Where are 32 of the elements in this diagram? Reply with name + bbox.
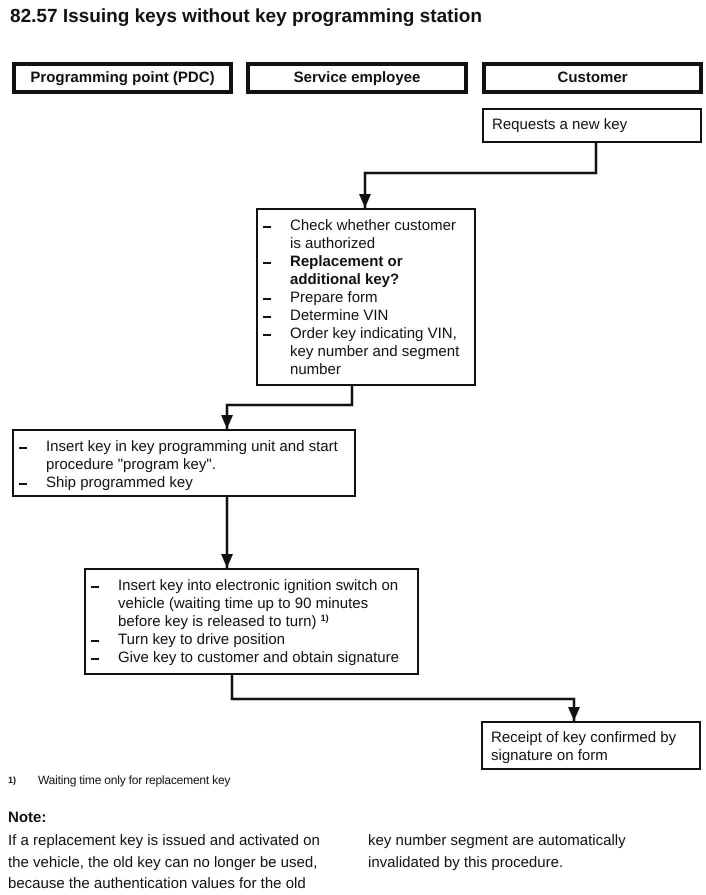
step-text: Ship programmed key (46, 474, 194, 492)
lane-title: Programming point (PDC) (30, 69, 215, 87)
lane-header (12, 62, 233, 94)
step-text: Prepare form (290, 289, 379, 307)
process-box (12, 429, 356, 497)
step-text: Receipt of key confirmed by signature on form (491, 729, 678, 765)
flow-arrow (221, 497, 233, 568)
step-text: Insert key into electronic ignition switch on vehicle (waiting time up to 90 minutes before key is released to turn) $^{1)}$ (118, 577, 400, 631)
footnote-text: Waiting time only for replacement key (38, 773, 230, 787)
process-box (256, 208, 476, 386)
step-text: Give key to customer and obtain signature (118, 649, 400, 667)
step-text: Check whether customer is authorized (290, 217, 457, 253)
step-text: Turn key to drive position (118, 631, 286, 649)
step-text: Insert key in key programming unit and start procedure "program key". (46, 438, 339, 474)
lane-title: Service employee (294, 69, 420, 87)
flow-arrow (230, 675, 580, 721)
lane-header (246, 62, 468, 94)
flow-arrow (359, 143, 598, 208)
flow-arrow (221, 386, 354, 429)
footnote-mark: 1) (8, 774, 16, 786)
diagram-title: 82.57 Issuing keys without key programming station (10, 6, 482, 28)
step-text: Replacement or additional key? (290, 253, 404, 289)
lane-header (482, 62, 703, 94)
lane-title: Customer (557, 69, 628, 87)
process-box (481, 721, 701, 770)
process-box (482, 108, 702, 143)
note-heading: Note: (8, 808, 46, 828)
step-text: Order key indicating VIN, key number and segment number (290, 325, 460, 379)
process-box (84, 568, 419, 675)
note-paragraph: If a replacement key is issued and activated on the vehicle, the old key can no longer be used, because the authentication values for the old key number segment are automatically invalidated by this procedure. (8, 831, 627, 894)
step-text: Determine VIN (290, 307, 390, 325)
step-text: Requests a new key (492, 116, 628, 134)
